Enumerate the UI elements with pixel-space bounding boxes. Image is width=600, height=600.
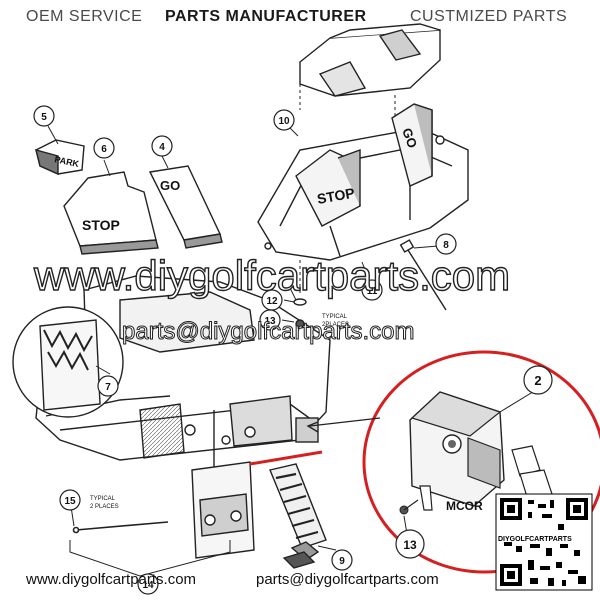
qr-code: [495, 493, 593, 591]
stop-pedal-label: STOP: [316, 185, 356, 207]
footer-site[interactable]: www.diygolfcartparts.com: [26, 571, 197, 588]
callout-15: 15: [64, 496, 76, 507]
return-spring: [269, 463, 327, 561]
mcor-label: MCOR: [446, 499, 483, 513]
typical-label-2: TYPICAL: [90, 496, 116, 502]
stop-pad: [63, 171, 159, 255]
header-oem: OEM SERVICE: [26, 8, 143, 25]
go-pad-label: GO: [160, 178, 180, 193]
header-custom: CUSTMIZED PARTS: [410, 8, 568, 25]
pivot-rod: [72, 521, 169, 534]
fasteners-12-13: [289, 260, 307, 329]
callout-8: 8: [443, 240, 449, 251]
bolt-8: [399, 239, 447, 311]
go-pedal-label: GO: [399, 126, 420, 150]
places-label-2: 2 PLACES: [90, 504, 119, 510]
watermark-email: parts@diygolfcartparts.com: [121, 318, 415, 346]
callout-7: 7: [105, 382, 111, 393]
callout-9: 9: [339, 556, 345, 567]
callout-2: 2: [534, 373, 541, 388]
header-manufacturer: PARTS MANUFACTURER: [165, 8, 367, 25]
callout-numbers: 5 6 4 7 8 9 10 11 12 13 2 13 14 15: [41, 112, 541, 591]
pedal-housing: [257, 103, 469, 261]
callout-5: 5: [41, 112, 47, 123]
callout-6: 6: [101, 144, 107, 155]
callout-10: 10: [278, 116, 290, 127]
spring-detail: [12, 306, 124, 418]
pedal-frame: [35, 275, 331, 471]
callout-4: 4: [159, 142, 165, 153]
places-label-1: 2PLACES: [322, 322, 349, 328]
callout-12: 12: [266, 296, 278, 307]
footer-email[interactable]: parts@diygolfcartparts.com: [256, 571, 439, 588]
lower-brackets: [191, 461, 316, 569]
callout-13: 13: [264, 316, 276, 327]
callout-11: 11: [367, 286, 378, 297]
park-pad: [35, 139, 85, 176]
callout-badges: [33, 105, 553, 595]
typical-label-1: TYPICAL: [322, 314, 348, 320]
stop-pad-label: STOP: [82, 217, 120, 233]
qr-caption: DIYGOLFCARTPARTS: [498, 536, 572, 543]
callout-13-detail: 13: [403, 538, 417, 552]
go-pad: [148, 165, 223, 249]
watermark-site: www.diygolfcartparts.com: [33, 251, 511, 299]
top-cover: [299, 23, 441, 120]
callout-14: 14: [142, 580, 154, 591]
